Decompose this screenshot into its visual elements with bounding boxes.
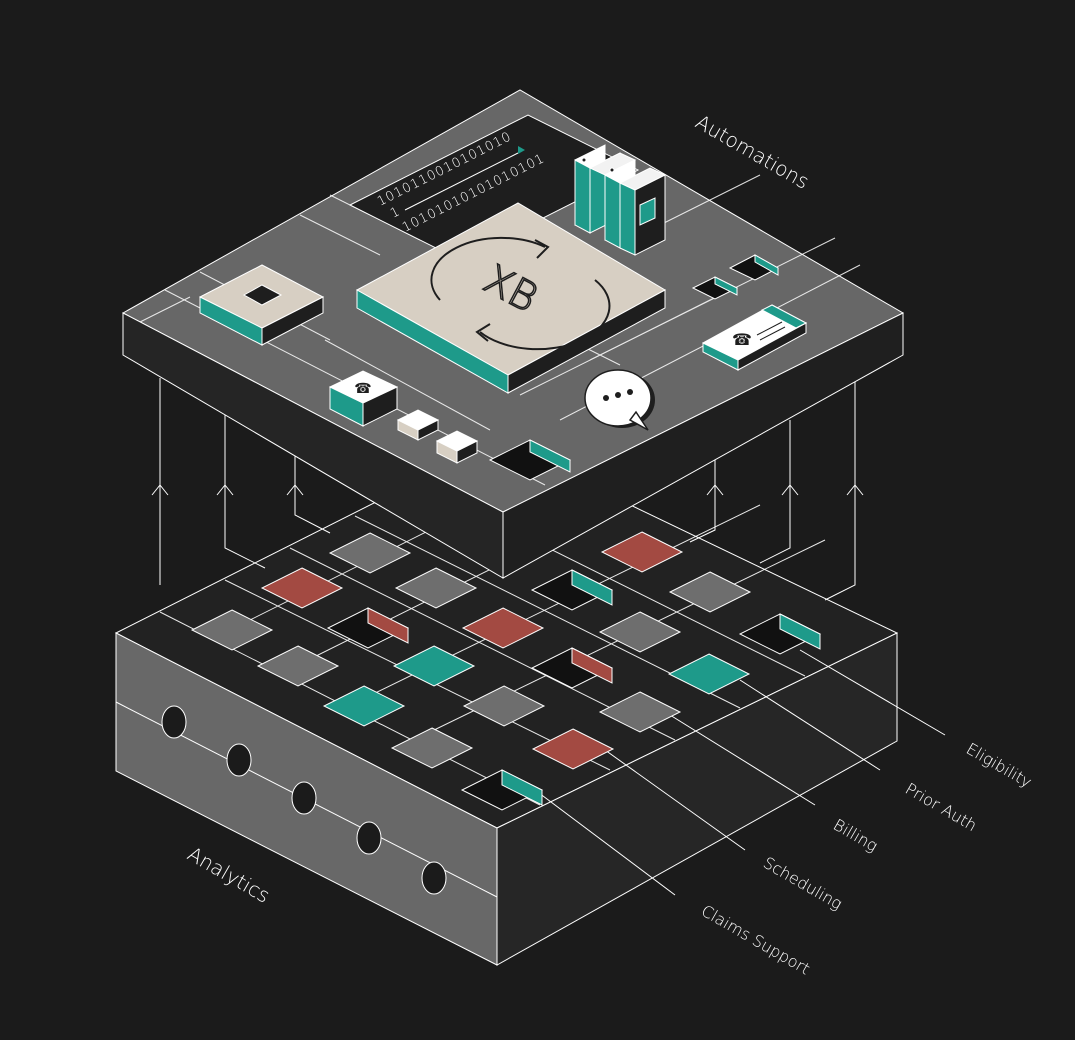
tile-gray <box>394 567 478 609</box>
main-processor: XB <box>355 202 667 394</box>
workflow-label-claims-support: Claims Support <box>698 901 813 979</box>
tile-red <box>461 607 545 649</box>
tile-gray <box>190 609 274 651</box>
analytics-right-face <box>496 632 898 966</box>
phone-block: ☎ <box>328 370 399 427</box>
workflow-leader-lines <box>534 649 946 896</box>
phone-icon: ☎ <box>732 332 752 349</box>
workflow-label-eligibility: Eligibility <box>963 739 1035 792</box>
tile-gray <box>462 685 546 727</box>
analytics-tiles <box>190 531 752 770</box>
tile-teal <box>667 653 751 695</box>
tile-gray <box>328 532 412 574</box>
phone-card: ☎ <box>701 304 808 371</box>
sync-arrows-icon <box>430 236 611 351</box>
automations-label: Automations <box>692 110 814 194</box>
pipeline-ports <box>161 705 447 895</box>
slot <box>738 613 822 655</box>
tile-red <box>531 728 615 770</box>
workflow-label-prior-auth: Prior Auth <box>902 779 980 835</box>
small-cubes <box>396 409 479 464</box>
workflow-label-billing: Billing <box>830 815 881 855</box>
automations-right-face <box>502 312 904 579</box>
analytics-label: Analytics <box>184 842 275 908</box>
tile-gray <box>668 571 752 613</box>
slot <box>530 647 614 689</box>
phone-icon: ☎ <box>354 382 371 397</box>
tile-red <box>600 531 684 573</box>
chip-left <box>198 264 325 346</box>
analytics-slots <box>326 569 822 811</box>
workflow-label-scheduling: Scheduling <box>760 853 846 913</box>
upward-connectors <box>151 378 864 601</box>
automation-slot <box>488 439 572 481</box>
tile-teal <box>392 645 476 687</box>
tile-gray <box>598 611 682 653</box>
automation-small-slots <box>691 254 780 300</box>
tile-gray <box>256 645 340 687</box>
slot <box>460 769 544 811</box>
tile-red <box>260 567 344 609</box>
chat-bubble-icon <box>584 369 655 431</box>
slot <box>326 607 410 649</box>
tile-gray <box>598 691 682 733</box>
tile-gray <box>390 727 474 769</box>
tile-teal <box>322 685 406 727</box>
server-blocks-icon <box>574 144 667 256</box>
slot <box>530 569 614 611</box>
